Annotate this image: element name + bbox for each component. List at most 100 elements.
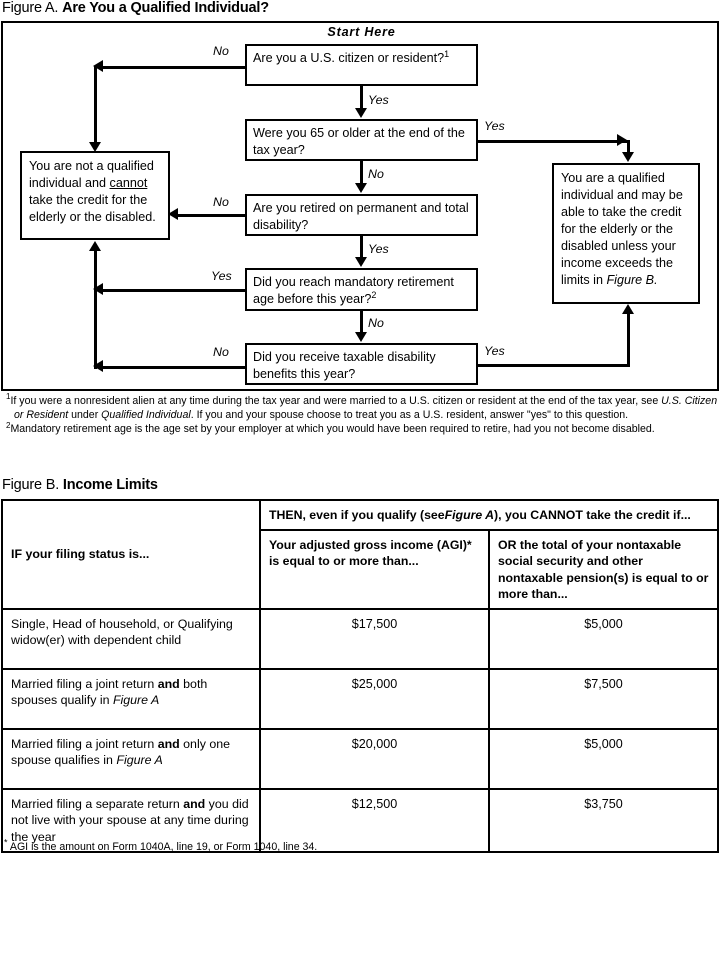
qualified-text-part1: You are a qualified individual and may b… — [561, 171, 683, 287]
edge-q1-no-arrowhead-down — [89, 142, 101, 152]
row-0-nontaxable: $5,000 — [488, 608, 719, 671]
figure-b-footnote-text: AGI is the amount on Form 1040A, line 19… — [9, 841, 318, 853]
flow-box-q2-text: Were you 65 or older at the end of the t… — [253, 126, 465, 157]
row-3-nontaxable: $3,750 — [488, 788, 719, 854]
flow-box-q1-text: Are you a U.S. citizen or resident? — [253, 51, 445, 65]
figure-b-name: Income Limits — [62, 477, 158, 493]
edge-q3-no-arrowhead — [168, 208, 178, 220]
edge-q2-yes-vertical — [627, 140, 630, 154]
edge-q4-no-vertical — [360, 311, 363, 332]
edge-label-q2-yes: Yes — [484, 119, 505, 133]
figure-b-footnote: * AGI is the amount on Form 1040A, line … — [4, 838, 318, 853]
edge-label-q5-no: No — [213, 345, 229, 359]
flow-box-q4-text: Did you reach mandatory retirement age b… — [253, 275, 454, 306]
edge-q4-yes-horizontal — [103, 289, 247, 292]
footnote-1-text-a: If you were a nonresident alien at any t… — [10, 395, 662, 407]
flow-box-question-disability[interactable]: Are you retired on permanent and total d… — [245, 194, 478, 236]
qualified-figure-b-reference: Figure B. — [606, 273, 658, 287]
edge-q3-no-horizontal — [178, 214, 247, 217]
row-3-status-a: Married filing a separate return — [11, 797, 184, 812]
table-row: Married filing a separate return and you… — [1, 788, 719, 854]
edge-label-q3-yes: Yes — [368, 242, 389, 256]
edge-left-riser-arrowhead — [89, 241, 101, 251]
row-0-agi: $17,500 — [259, 608, 490, 671]
flow-box-question-citizen[interactable]: Are you a U.S. citizen or resident?1 — [245, 44, 478, 86]
then-span-post: ), you CANNOT take the credit if... — [494, 508, 691, 522]
flow-box-outcome-qualified[interactable]: You are a qualified individual and may b… — [552, 163, 700, 304]
footnote-1-italic-qualified-individual: Qualified Individual — [101, 409, 191, 422]
footnote-1-italic-citizen-resident: U.S. Citizen or Resident — [14, 395, 718, 422]
table-header-filing-status: IF your filing status is... — [1, 498, 261, 611]
edge-q1-yes-vertical — [360, 86, 363, 109]
edge-label-q5-yes: Yes — [484, 344, 505, 358]
edge-q4-no-arrowhead — [355, 332, 367, 342]
row-2-agi: $20,000 — [259, 728, 490, 791]
row-1-filing-status: Married filing a joint return and both s… — [1, 668, 261, 731]
edge-q2-no-arrowhead — [355, 183, 367, 193]
row-2-status-bold: and — [157, 737, 180, 752]
row-3-status-b: you did not live with your spouse at any… — [11, 797, 249, 844]
figure-a-flowchart-frame — [1, 21, 719, 391]
edge-q5-no-arrowhead — [93, 360, 103, 372]
edge-q2-no-vertical — [360, 161, 363, 184]
edge-q1-no-horizontal — [103, 66, 247, 69]
edge-label-q1-yes: Yes — [368, 93, 389, 107]
footnote-1-text-c: . If you and your spouse choose to treat… — [190, 409, 629, 422]
edge-label-q2-no: No — [368, 167, 384, 181]
edge-q4-yes-arrowhead — [93, 283, 103, 295]
figure-b-title: Figure B. Income Limits — [2, 477, 158, 493]
row-1-agi: $25,000 — [259, 668, 490, 731]
table-header-agi: Your adjusted gross income (AGI)* is equ… — [259, 529, 490, 611]
edge-q2-yes-arrowhead-down — [622, 152, 634, 162]
figure-a-name: Are You a Qualified Individual? — [62, 0, 269, 16]
figure-a-footnote-1: 1If you were a nonresident alien at any … — [6, 393, 718, 422]
row-3-filing-status: Married filing a separate return and you… — [1, 788, 261, 854]
edge-label-q4-no: No — [368, 316, 384, 330]
row-3-agi: $12,500 — [259, 788, 490, 854]
row-2-status-a: Married filing a joint return — [11, 737, 158, 752]
flow-box-question-age65[interactable]: Were you 65 or older at the end of the t… — [245, 119, 478, 161]
flow-box-question-retirement-age[interactable]: Did you reach mandatory retirement age b… — [245, 268, 478, 311]
footnote-2-mark: 2 — [6, 420, 11, 430]
row-2-filing-status: Married filing a joint return and only o… — [1, 728, 261, 791]
edge-label-q3-no: No — [213, 195, 229, 209]
edge-q3-yes-arrowhead — [355, 257, 367, 267]
figure-a-footnotes: 1If you were a nonresident alien at any … — [6, 393, 718, 436]
edge-q1-yes-arrowhead — [355, 108, 367, 118]
edge-q1-no-arrowhead — [93, 60, 103, 72]
flow-box-question-taxable-benefits[interactable]: Did you receive taxable disability benef… — [245, 343, 478, 385]
row-2-status-b: only one spouse qualifies in — [11, 737, 231, 768]
edge-q2-yes-arrowhead-right — [617, 134, 627, 146]
table-header-nontaxable: OR the total of your nontaxable social s… — [488, 529, 719, 611]
row-2-status-italic: Figure A — [116, 753, 163, 768]
edge-q5-yes-horizontal — [478, 364, 630, 367]
table-header-filing-status-label: IF your filing status is... — [11, 547, 150, 562]
figure-b-footnote-mark: * — [4, 837, 8, 848]
flow-box-outcome-not-qualified[interactable]: You are not a qualified individual and c… — [20, 151, 170, 240]
row-1-status-b: both spouses qualify in — [11, 677, 208, 708]
not-qualified-text-part1: You are not a qualified individual and — [29, 159, 154, 190]
row-1-status-a: Married filing a joint return — [11, 677, 158, 692]
then-span-pre: THEN, even if you qualify (see — [269, 508, 445, 522]
table-header-row-1: IF your filing status is... THEN, even i… — [1, 498, 719, 611]
not-qualified-cannot-emphasis: cannot — [109, 176, 148, 190]
flow-box-q4-footnote-mark: 2 — [371, 289, 377, 300]
table-header-then-span: THEN, even if you qualify (seeFigure A),… — [259, 498, 719, 532]
footnote-2-text: Mandatory retirement age is the age set … — [10, 423, 655, 436]
income-limits-table: IF your filing status is... THEN, even i… — [1, 498, 719, 854]
figure-a-footnote-2: 2Mandatory retirement age is the age set… — [6, 420, 718, 436]
edge-label-q4-yes: Yes — [211, 269, 232, 283]
edge-label-q1-no: No — [213, 44, 229, 58]
table-row: Married filing a joint return and only o… — [1, 728, 719, 791]
edge-q2-yes-horizontal — [478, 140, 628, 143]
flow-box-q1-footnote-mark: 1 — [444, 48, 450, 59]
edge-q5-no-horizontal — [103, 366, 247, 369]
row-1-nontaxable: $7,500 — [488, 668, 719, 731]
then-span-figure-a-ref: Figure A — [444, 508, 495, 522]
edge-q3-yes-vertical — [360, 236, 363, 258]
start-here-label: Start Here — [327, 25, 396, 39]
edge-left-riser — [94, 250, 97, 369]
not-qualified-text-part2: take the credit for the elderly or the d… — [29, 193, 156, 224]
row-1-status-italic: Figure A — [112, 693, 160, 708]
table-row: Single, Head of household, or Qualifying… — [1, 608, 719, 671]
